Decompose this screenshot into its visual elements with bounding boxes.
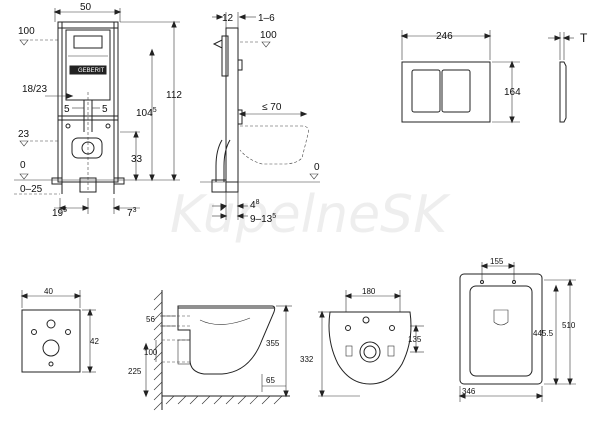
flush-plate-side: T [548,31,588,123]
side-top-b-label: 1–6 [258,13,275,24]
side-top-a-label: 12 [222,13,234,24]
watermark-text: KupelneSK [170,185,451,245]
level-23-label: 23 [18,129,30,140]
toilet-top-view: 155 510 445.5 346 [458,257,576,402]
side-bottom-a-label: 48 [250,199,260,211]
brand-plate: GEBERIT [78,68,105,74]
height-total-label: 112 [166,90,182,101]
plate-thickness-label: T [580,31,588,45]
offset-left-label: 5 [64,104,70,115]
bottom-right-dim: 73 [127,207,137,219]
top-d155-label: 155 [490,257,504,266]
frame-side-view: 12 1–6 100 ≤ 70 0 [200,12,320,225]
pipe-range-label: 18/23 [22,84,47,95]
offset-right-label: 5 [102,104,108,115]
toilet-d100-label: 100 [144,348,158,357]
template-width-label: 40 [44,287,53,296]
frame-top-level-label: 100 [18,26,35,37]
toilet-d56-label: 56 [146,315,155,324]
toilet-d355-label: 355 [266,339,280,348]
floor-zero-label: 0 [20,160,26,171]
back-d332-label: 332 [300,355,314,364]
plate-height-label: 164 [504,87,521,98]
toilet-d65-label: 65 [266,376,275,385]
back-d135-label: 135 [408,335,422,344]
back-d180-label: 180 [362,287,376,296]
top-d510-label: 510 [562,321,576,330]
bottom-left-dim: 195 [52,207,67,219]
height-inner-label: 1045 [136,107,157,119]
level-33-label: 33 [131,154,143,165]
side-depth-label: ≤ 70 [262,102,282,113]
side-bottom-b-label: 9–135 [250,213,276,225]
top-d346-label: 346 [462,387,476,396]
top-d445-label: 445.5 [533,329,554,338]
toilet-back-view: 180 135 332 [300,287,424,398]
frame-front-view: 50 100 GEBERIT 18/23 [14,2,182,219]
side-floor-label: 0 [314,162,320,173]
toilet-d225-label: 225 [128,367,142,376]
toilet-side-view: 56 100 225 355 65 [128,290,292,411]
mounting-template: 40 42 [20,287,99,374]
plate-width-label: 246 [436,31,453,42]
floor-range-label: 0–25 [20,184,43,195]
template-height-label: 42 [90,337,99,346]
frame-width-label: 50 [80,2,92,13]
flush-plate-front: 246 164 [400,30,521,124]
side-top-level-label: 100 [260,30,277,41]
